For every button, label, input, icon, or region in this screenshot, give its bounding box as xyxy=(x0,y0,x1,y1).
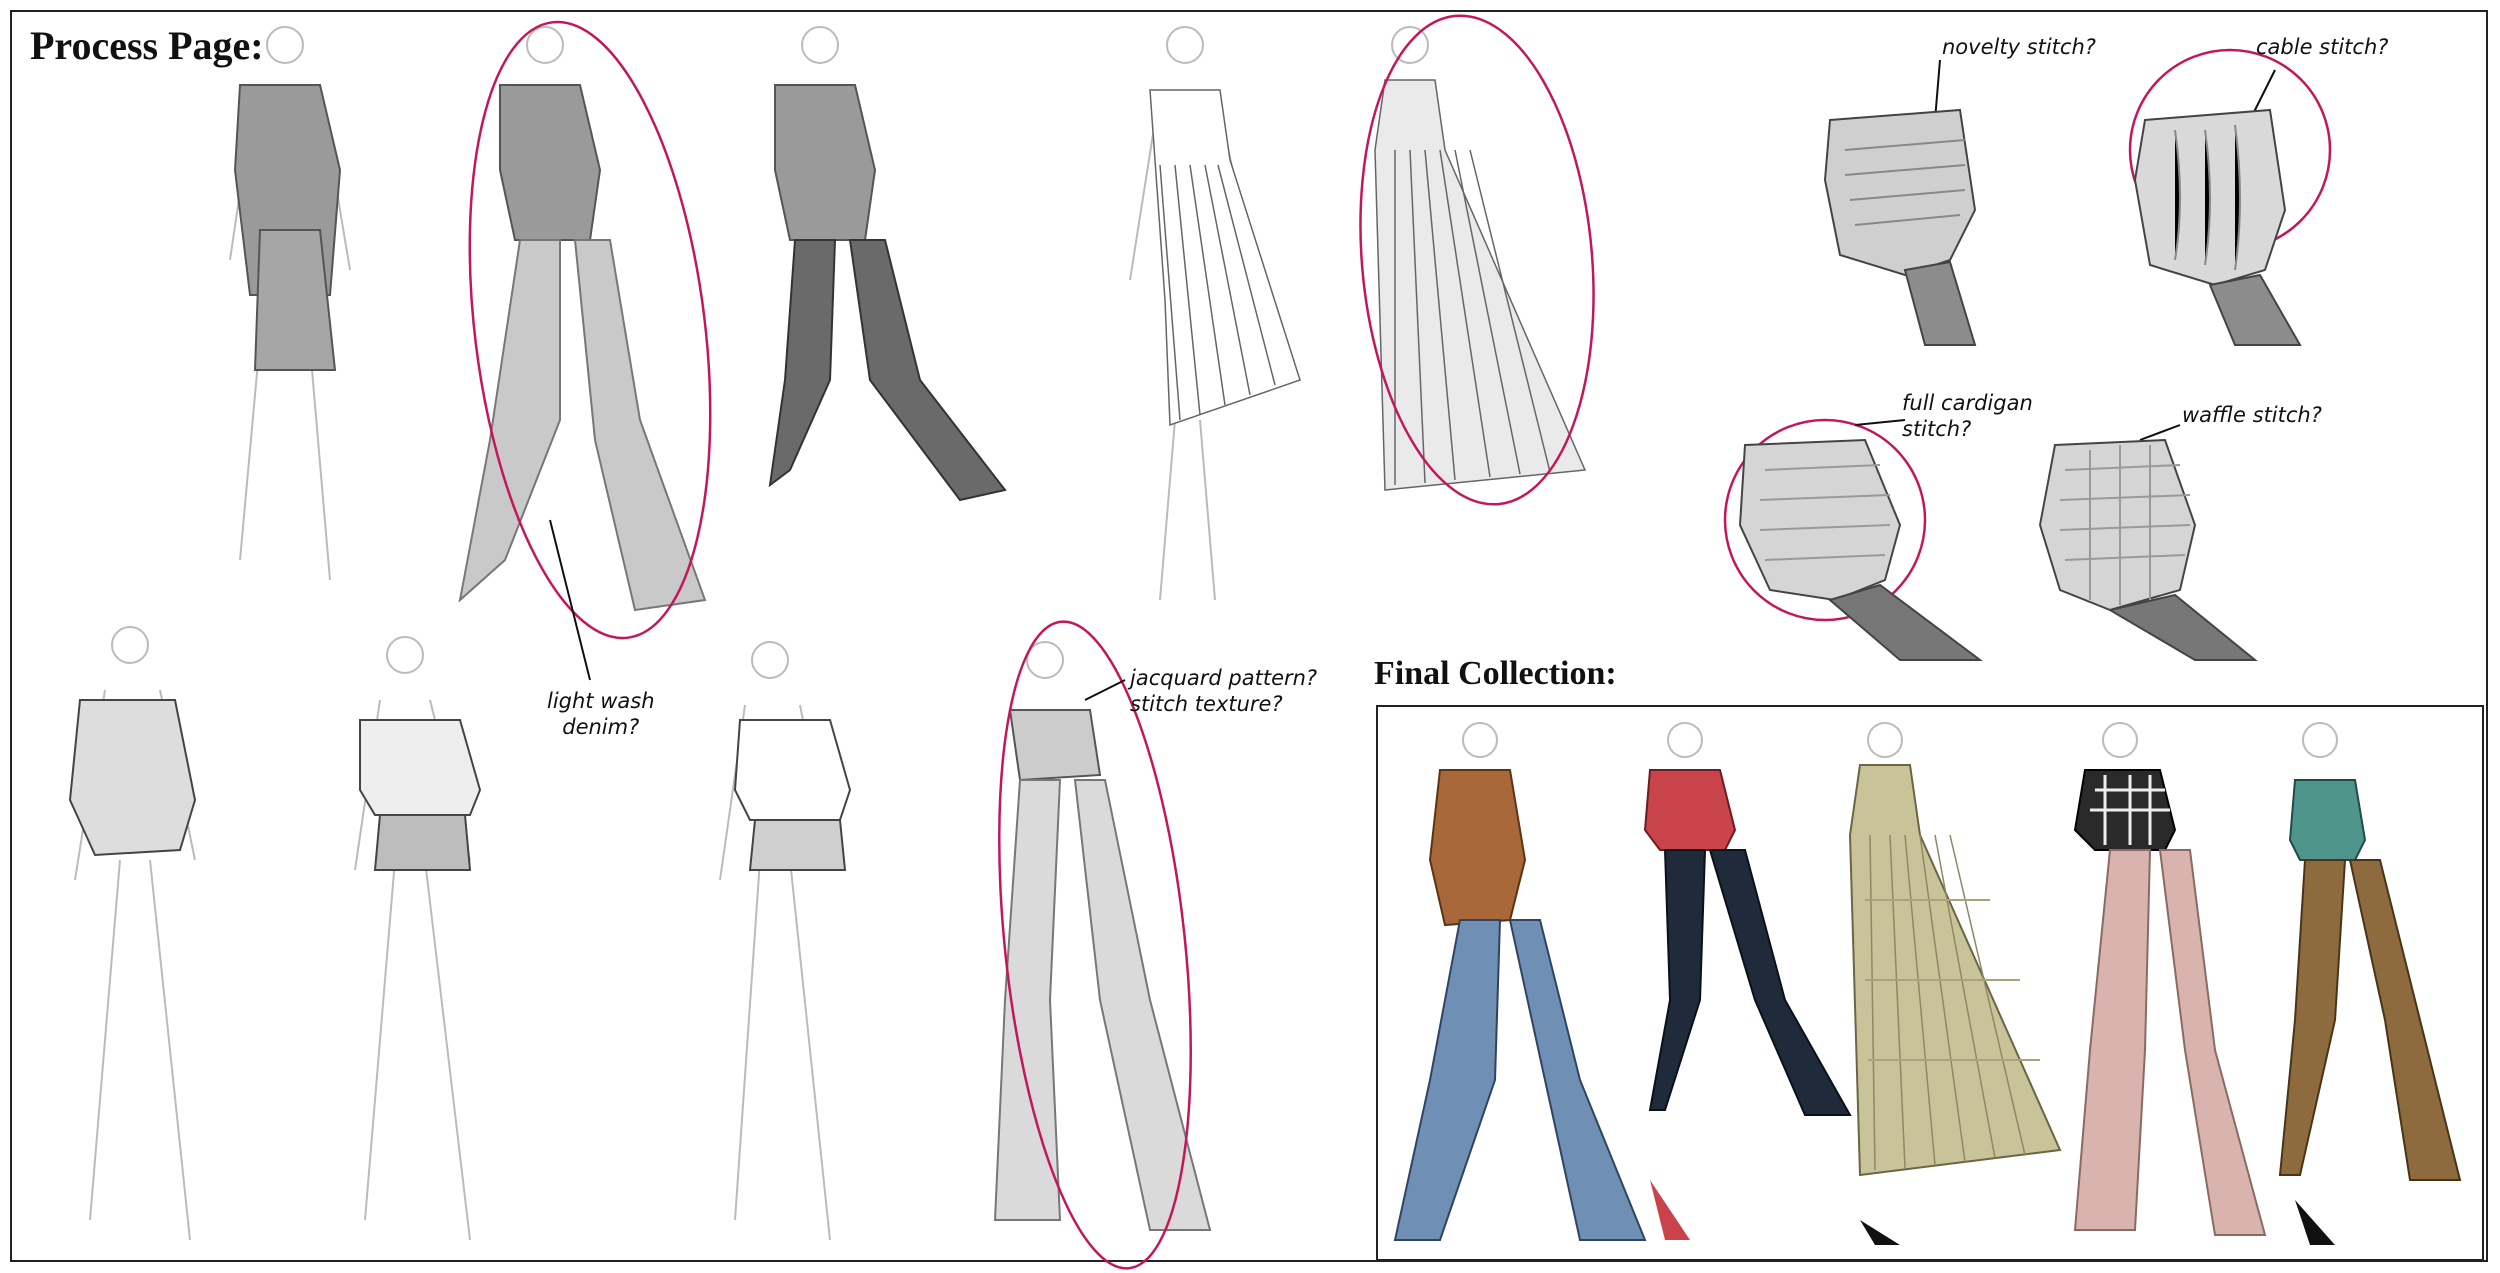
highlight-ellipse-dress xyxy=(1359,14,1595,506)
highlight-circle-cardigan xyxy=(1723,418,1927,622)
final-collection-title: Final Collection: xyxy=(1374,655,1617,692)
note-novelty-stitch: novelty stitch? xyxy=(1942,35,2096,59)
note-cable-stitch: cable stitch? xyxy=(2256,35,2389,59)
sketch-figure-3 xyxy=(768,26,1007,502)
final-look-5 xyxy=(2278,722,2462,1245)
pleated-dress-outline xyxy=(1149,89,1301,427)
process-page-title: Process Page: xyxy=(30,23,264,68)
final-look-4 xyxy=(2073,722,2267,1236)
note-line: light wash xyxy=(547,689,655,713)
note-line: jacquard pattern? xyxy=(1130,666,1318,690)
shorts-sketch-2 xyxy=(748,819,847,871)
note-line: stitch texture? xyxy=(1130,692,1283,717)
stitch-study-novelty xyxy=(1823,108,1977,346)
sketch-figure-2 xyxy=(458,26,707,612)
stitch-study-cable xyxy=(2133,108,2302,346)
final-look-1 xyxy=(1393,722,1647,1241)
note-line: full cardigan xyxy=(1902,391,2033,415)
skirt-1 xyxy=(253,229,337,371)
highlight-ellipse-jacquard xyxy=(998,620,1192,1270)
final-look-3 xyxy=(1848,722,2062,1245)
page-frame xyxy=(10,10,2488,1262)
final-collection-panel xyxy=(1376,705,2484,1261)
note-waffle-stitch: waffle stitch? xyxy=(2182,403,2322,427)
highlight-ellipse-denim xyxy=(468,20,712,640)
note-full-cardigan: full cardigan stitch? xyxy=(1902,390,2033,443)
shorts-sketch xyxy=(373,814,472,871)
final-look-2 xyxy=(1643,722,1852,1240)
stitch-study-full-cardigan xyxy=(1738,438,1983,661)
note-light-wash-denim: light wash denim? xyxy=(547,688,655,741)
cardigan-sketch xyxy=(359,719,482,816)
stitch-study-waffle xyxy=(2038,438,2258,661)
sketch-figure-9 xyxy=(993,641,1212,1231)
patterned-tunic xyxy=(68,699,197,857)
note-line: stitch? xyxy=(1902,417,1972,442)
note-jacquard: jacquard pattern? stitch texture? xyxy=(1130,665,1317,718)
annotation-leaders xyxy=(549,59,2276,701)
sketch-figure-5 xyxy=(1374,26,1587,491)
note-line: denim? xyxy=(562,715,640,740)
